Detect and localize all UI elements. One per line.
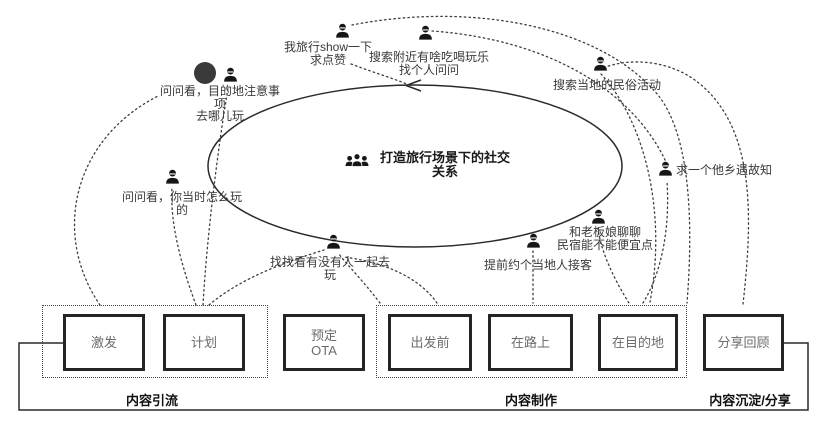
- curve-search-folk-to-zaimudidi: [600, 73, 657, 303]
- group-frame-yinliu: [42, 305, 268, 378]
- curve-show-like-to-ellipse: [350, 63, 410, 86]
- stage-chufaqian: 出发前: [388, 314, 472, 371]
- curve-jihua-to-find-companion: [208, 249, 325, 306]
- persona-book-local: 提前约个当地人接客: [483, 258, 592, 272]
- persona-ask-destination: 问问看，目的地注意事 项 去哪儿玩: [159, 84, 280, 123]
- persona-find-companion: 找找看有没有人一起去 玩: [269, 255, 390, 282]
- curve-jihua-to-ask-destination: [202, 87, 229, 306]
- stage-zaimudidi: 在目的地: [598, 314, 678, 371]
- persona-search-folk: 搜索当地的民俗活动: [552, 78, 661, 92]
- person-icon: [222, 67, 239, 83]
- person-icon: [164, 169, 181, 185]
- persona-bargain-host: 和老板娘聊聊 民宿能不能便宜点: [556, 225, 653, 252]
- curve-chufaqian-to-find-companion: [343, 256, 438, 304]
- persona-ask-experience: 问问看，你当时怎么玩 的: [121, 190, 242, 217]
- ellipse-direction-arrow: [403, 79, 422, 92]
- group-label-zhizuo: 内容制作: [504, 393, 557, 408]
- curve-jifa-to-ask-destination: [73, 95, 159, 306]
- curve-fenxianghuigu-to-search-folk: [605, 61, 750, 305]
- persona-meet-friend: 求一个他乡遇故知: [676, 163, 773, 177]
- curve-jihua-to-ask-experience: [171, 187, 197, 306]
- diagram-center-title: 打造旅行场景下的社交 关系: [379, 150, 510, 179]
- person-icon: [657, 161, 674, 177]
- person-icon: [592, 56, 609, 72]
- curve-zaimudidi-to-bargain-host: [597, 227, 630, 304]
- person-icon: [325, 234, 342, 250]
- group-frame-zhizuo: [376, 305, 687, 378]
- stage-zailushang: 在路上: [488, 314, 573, 371]
- curve-show-like-to-zhizuo-group: [351, 15, 691, 304]
- person-icon: [334, 23, 351, 39]
- group-icon: [345, 152, 369, 168]
- persona-show-like: 我旅行show一下 求点赞: [283, 40, 372, 67]
- stage-jihua: 计划: [163, 314, 245, 371]
- avatar: [194, 62, 216, 84]
- person-icon: [417, 25, 434, 41]
- person-icon: [590, 209, 607, 225]
- feedback-loop-line: [18, 342, 809, 411]
- group-label-yinliu: 内容引流: [125, 393, 178, 408]
- group-label-chendian: 内容沉淀/分享: [709, 393, 791, 408]
- persona-search-nearby: 搜索附近有啥吃喝玩乐 找个人问问: [368, 50, 489, 77]
- central-ellipse: [207, 84, 623, 248]
- stage-fenxianghuigu: 分享回顾: [703, 314, 784, 371]
- stage-jifa: 激发: [63, 314, 145, 371]
